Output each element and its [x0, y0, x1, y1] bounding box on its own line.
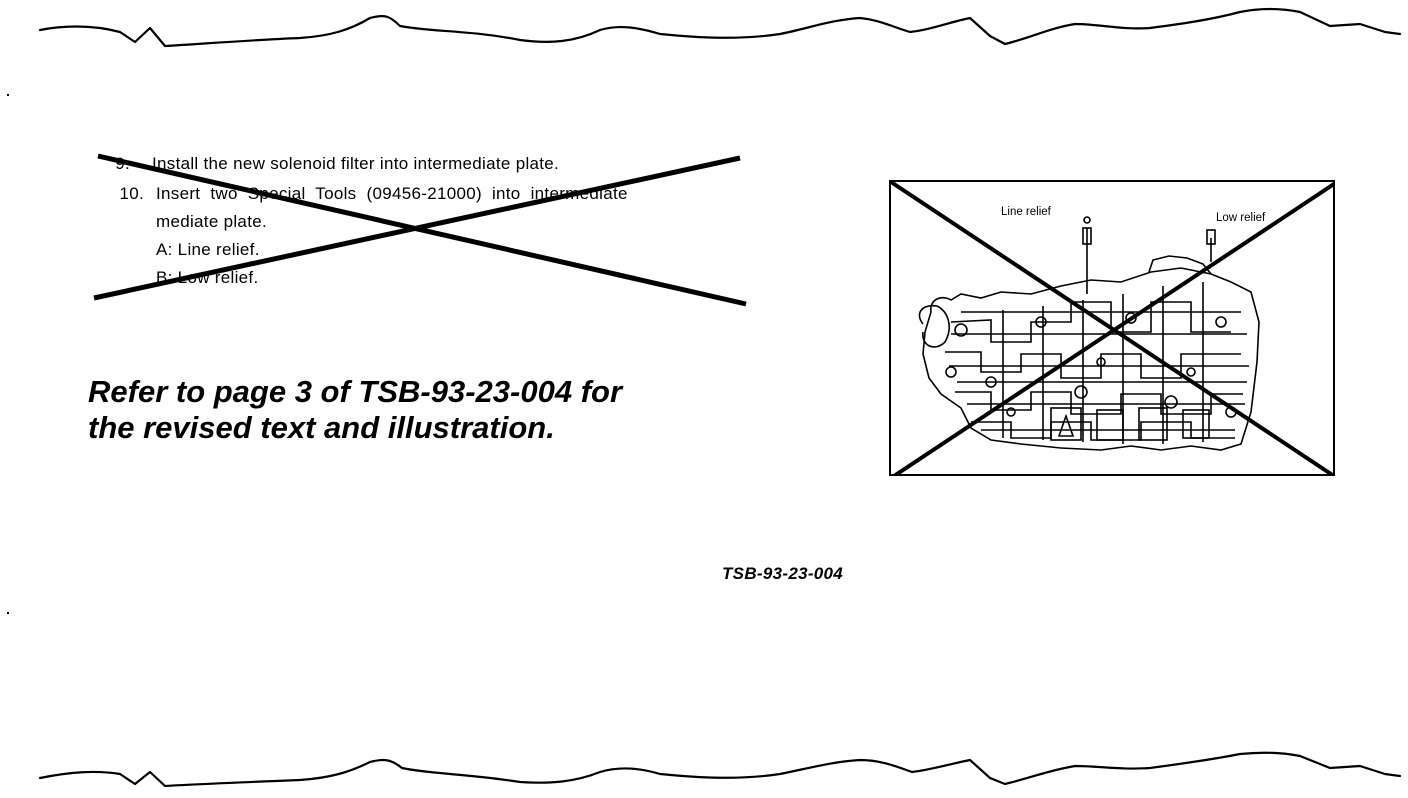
low-relief-label: Low relief [1216, 212, 1266, 224]
notice-line-1: Refer to page 3 of TSB-93-23-004 for [88, 374, 623, 409]
speck [7, 94, 9, 96]
torn-edge-top [38, 7, 1402, 48]
bulletin-number: TSB-93-23-004 [722, 564, 844, 583]
strike-cross [93, 153, 747, 307]
step-10-number: 10. [119, 184, 144, 203]
revision-notice: Refer to page 3 of TSB-93-23-004 for the… [88, 374, 708, 446]
procedure-steps: 9. Install the new solenoid filter into … [90, 150, 750, 310]
step-10-text-cont: mediate plate. [156, 212, 267, 231]
speck [7, 612, 9, 614]
step-9-text: Install the new solenoid filter into int… [152, 154, 560, 173]
step-10-item-a: A: Line relief. [156, 240, 260, 259]
notice-line-2: the revised text and illustration. [88, 410, 555, 445]
valve-body-illustration: Line relief Low relief [889, 180, 1335, 476]
step-10-item-b: B: Low relief. [156, 268, 259, 287]
line-relief-label: Line relief [1001, 206, 1051, 218]
torn-edge-bottom [38, 751, 1402, 788]
valve-body-drawing [891, 182, 1333, 474]
